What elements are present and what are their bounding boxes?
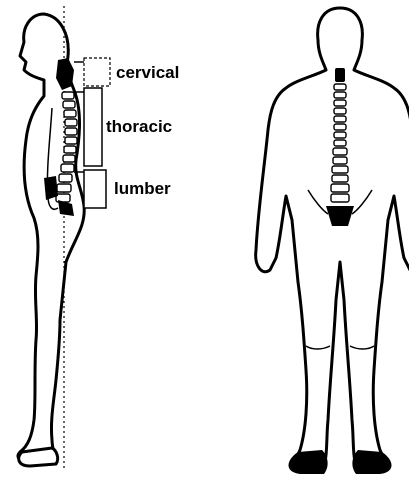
back-view-figure [256,8,409,474]
back-right-foot [352,450,391,474]
back-left-foot [289,450,328,474]
label-cervical: cervical [116,63,179,82]
label-thoracic: thoracic [106,117,172,136]
thoracic-box [84,88,102,166]
cervical-box [84,58,110,86]
lumbar-box [84,170,106,208]
side-foot [19,448,58,466]
back-body-outline [256,8,409,470]
side-view-figure [18,6,110,470]
label-lumbar: lumber [114,179,171,198]
side-body-outline [18,14,84,462]
